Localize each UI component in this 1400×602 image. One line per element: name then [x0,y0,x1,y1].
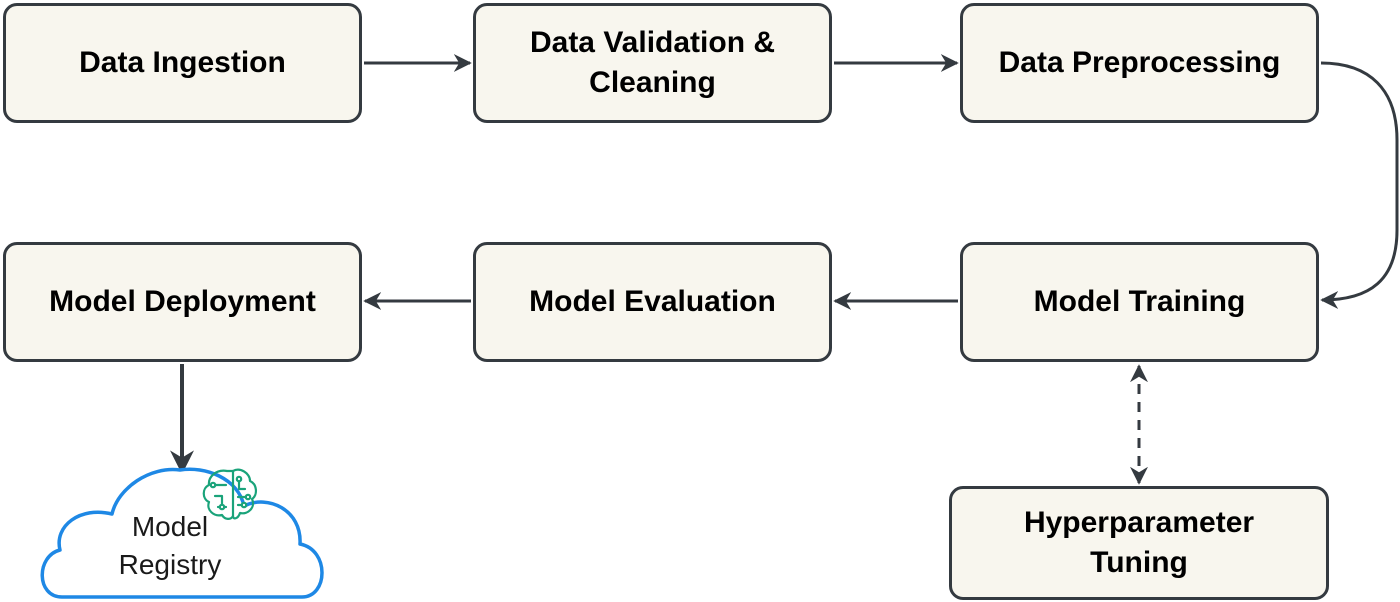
edge-preprocessing-to-training [1320,61,1399,309]
node-model-evaluation: Model Evaluation [473,242,832,362]
model-registry-label: Model Registry [118,511,222,580]
node-model-deployment: Model Deployment [3,242,362,362]
node-model-evaluation-label: Model Evaluation [529,285,776,318]
node-model-training-label: Model Training [1033,285,1246,318]
node-data-ingestion-label: Data Ingestion [79,46,286,79]
node-data-ingestion: Data Ingestion [3,3,362,123]
node-data-validation-cleaning: Data Validation & Cleaning [473,3,832,123]
node-hyperparameter-tuning-label: Hyperparameter Tuning [1023,506,1255,579]
node-data-validation-cleaning-label: Data Validation & Cleaning [529,26,776,99]
node-model-training: Model Training [960,242,1319,362]
cloud-shape [40,467,324,599]
node-data-preprocessing: Data Preprocessing [960,3,1319,123]
ai-brain-circuit-icon [202,468,257,520]
node-hyperparameter-tuning: Hyperparameter Tuning [949,486,1329,600]
node-model-deployment-label: Model Deployment [49,285,316,318]
node-data-preprocessing-label: Data Preprocessing [998,46,1281,79]
